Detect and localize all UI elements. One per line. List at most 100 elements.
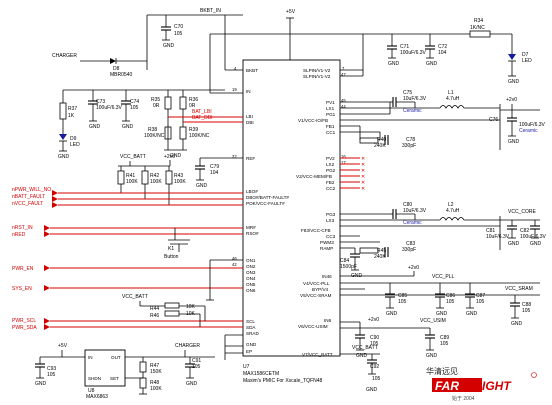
u7-pin-pok: POK/VCC-FAULT#	[246, 201, 285, 206]
net-p2v-d: +2v0	[368, 317, 379, 323]
u7-pin-v4: V4/VCC-PLL	[303, 281, 330, 286]
c92-val: 105	[372, 376, 381, 382]
net-vcc-batt-top: VCC_BATT	[120, 154, 146, 160]
sig-sys-en: SYS_EN	[12, 286, 32, 292]
buck-1: C75 10uF/6.3V Ceramic L1 4.7uH +2v0 C76 …	[340, 90, 546, 150]
r37-val: 1K	[68, 113, 75, 119]
u7-pin-slpin1: SLPIN/V1-V2	[303, 68, 331, 73]
r36-ref: R36	[189, 97, 198, 103]
r47-symbol	[139, 361, 147, 373]
c71-val: 100uF/6.3V	[400, 50, 427, 56]
svg-text:✕: ✕	[361, 186, 365, 192]
r40-symbol	[359, 137, 379, 144]
c88-val: 105	[522, 308, 531, 314]
u7-pin-ramp: RAMP	[320, 246, 333, 251]
c82-ref: C82	[520, 228, 529, 234]
u7-pin-on3: ON3	[246, 270, 256, 275]
u7-pin-byp: BYP/V4	[312, 287, 329, 292]
u8-pin-out: OUT	[111, 355, 121, 360]
u7-pin-mr: MR#	[246, 225, 256, 230]
r37-ref: R37	[68, 106, 77, 112]
u7-pin-on4: ON4	[246, 276, 256, 281]
u7-pin-lx1: LX1	[326, 106, 335, 111]
r36-symbol	[179, 96, 187, 110]
d9-val: LED	[70, 142, 80, 148]
net-p2v-c: +2v0	[408, 265, 419, 271]
net-vcc-batt-right: VCC_BATT	[352, 345, 378, 351]
l2-ref: L2	[448, 202, 454, 208]
r38-ref: R38	[148, 127, 157, 133]
ldo-section: +2v0 VCC_PLL VCC_SRAM C85 105 GND C86 10…	[340, 265, 540, 393]
u7-pin-slpin2: SLPIN/V1-V2	[303, 74, 331, 79]
r43-ref: R43	[174, 173, 183, 179]
r42-ref: R42	[150, 173, 159, 179]
ref-pullup-section: C79 104 GND VCC_BATT +2v0 R41 100K R42 1…	[117, 154, 243, 205]
r34-ref: R34	[474, 18, 483, 24]
u8-body	[84, 349, 126, 387]
net-vcc-pll: VCC_PLL	[432, 274, 454, 280]
u8-part: MAX6863	[86, 394, 108, 400]
c78-val: 330pF	[402, 143, 416, 149]
u7-pin-cc3: CC3	[326, 234, 336, 239]
d9-ref: D9	[70, 136, 77, 142]
u7-pin-v2: V2/VCC-MEM/FB	[296, 174, 332, 179]
buck-3-vcc-core: C80 10uF/6.3V Ceramic L2 4.7uH VCC_CORE …	[340, 202, 547, 279]
u7-pinnum-on2: 42	[232, 262, 237, 267]
c87-ref: C87	[476, 293, 485, 299]
c87-val: 105	[476, 299, 485, 305]
gnd-c86: GND	[436, 311, 448, 317]
c75-val: 10uF/6.3V	[403, 96, 427, 102]
net-p2v-b: +2v0	[506, 97, 517, 103]
c93-val: 105	[47, 372, 56, 378]
r45-val: 240K	[374, 254, 386, 260]
r35-symbol	[164, 96, 172, 110]
r47-val: 150K	[150, 369, 162, 375]
u7-pinnum-16: 16	[341, 154, 346, 159]
r43-symbol	[165, 170, 173, 185]
logo-chinese: 华清远见	[426, 366, 458, 376]
gnd-c91: GND	[186, 381, 198, 387]
u7-pinnum-17: 17	[341, 160, 346, 165]
c74-val: 105	[130, 105, 139, 111]
sig-nvcc-fault: nVCC_FAULT	[12, 201, 43, 207]
c84-val: 1500pF	[340, 264, 357, 270]
r39-ref: R39	[189, 127, 198, 133]
c76-ref: C76	[489, 117, 498, 123]
c76-note: Ceramic	[519, 128, 538, 134]
u7-pin-fb2: FB2	[326, 180, 335, 185]
gnd-c70: GND	[163, 43, 175, 49]
r38-val: 100K/NC	[144, 133, 165, 139]
c71-ref: C71	[400, 44, 409, 50]
r34-val: 1K/NC	[470, 25, 485, 31]
d8-ref: D8	[113, 66, 120, 72]
gnd-c93: GND	[35, 381, 47, 387]
u7-pinnum-45: 45	[341, 98, 346, 103]
gnd-d7: GND	[508, 79, 520, 85]
d7-val: LED	[522, 58, 532, 64]
u7-pin-scl: SCL	[246, 319, 255, 324]
l2-val: 4.7uH	[446, 208, 460, 214]
gnd-c71: GND	[388, 61, 400, 67]
u7-pin-pv2: PV2	[326, 156, 335, 161]
c85-ref: C85	[398, 293, 407, 299]
u7-pinnum-7: 7	[342, 66, 345, 71]
d7-ref: D7	[522, 52, 529, 58]
u7-pinnum-ref: 22	[232, 154, 237, 159]
logo-brand-right: IGHT	[482, 379, 512, 393]
u7-pin-lbi: LBI	[246, 114, 253, 119]
gnd-c76: GND	[508, 139, 520, 145]
u7-pin-lx2: LX2	[326, 162, 335, 167]
r46-symbol	[164, 310, 180, 317]
u7-pin-fb1: FB1	[326, 124, 335, 129]
u7-pin-v1: V1/VCC-IO/FB	[298, 118, 328, 123]
net-bat-lbi: BAT_LBI	[192, 109, 212, 115]
u7-pinnum-in: 19	[232, 87, 237, 92]
gnd-c74: GND	[122, 124, 134, 130]
r44-label: R44	[150, 306, 159, 312]
svg-text:✕: ✕	[361, 156, 365, 162]
c83-val: 330pF	[402, 247, 416, 253]
c73-ref: C73	[96, 99, 105, 105]
l1-val: 4.7uH	[446, 96, 460, 102]
svg-text:✕: ✕	[361, 162, 365, 168]
